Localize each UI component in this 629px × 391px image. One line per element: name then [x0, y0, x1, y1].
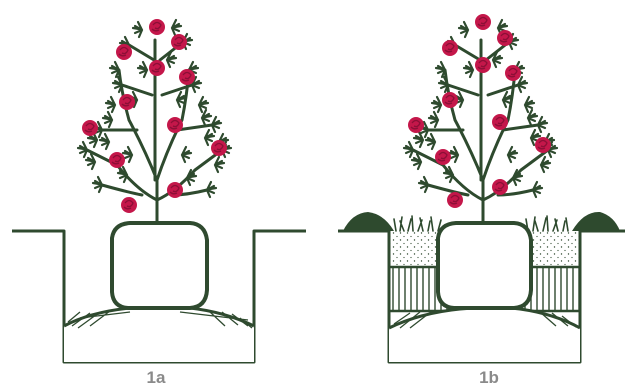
- mulch-mound-icon: [343, 212, 394, 231]
- panel-1a: [12, 19, 306, 362]
- root-ball-1b: [438, 223, 531, 308]
- caption-1b: 1b: [459, 368, 519, 388]
- rose-bush-1b: [404, 14, 557, 222]
- rose-bush-icon: [78, 19, 231, 222]
- root-ball-1a: [112, 223, 207, 308]
- soil-mound-1b: [389, 308, 580, 363]
- mulch-mound-right: [572, 212, 620, 231]
- panel-1b: [338, 14, 625, 362]
- caption-1a: 1a: [126, 368, 186, 388]
- soil-mound-1a: [64, 307, 254, 363]
